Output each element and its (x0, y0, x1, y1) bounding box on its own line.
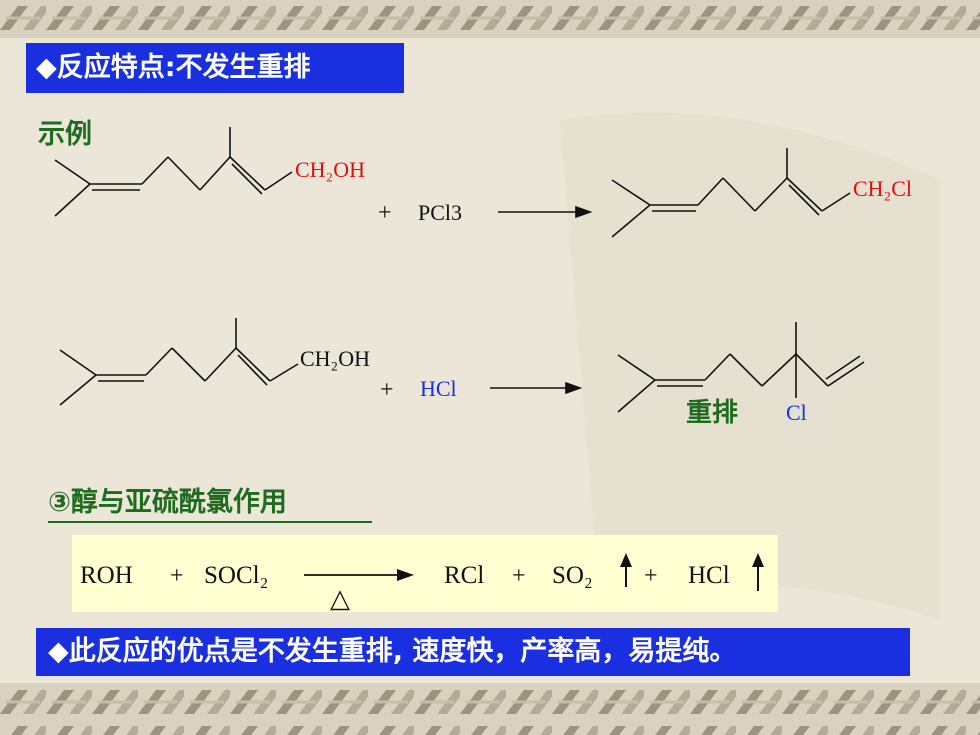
example-label: 示例 (38, 119, 92, 150)
gas-up-arrow-2-icon (752, 553, 764, 567)
reaction1-reagent: PCl3 (418, 200, 462, 225)
top-border-band (0, 0, 980, 38)
section3-title: ③醇与亚硫酰氯作用 (48, 480, 372, 523)
reaction2-reactant-skeleton (59, 318, 299, 406)
footer-banner: ◆此反应的优点是不发生重排, 速度快，产率高，易提纯。 (36, 628, 910, 676)
bottom-border-band (0, 683, 980, 735)
footer-text: ◆此反应的优点是不发生重排, 速度快，产率高，易提纯。 (48, 636, 737, 667)
header-banner: ◆反应特点:不发生重排 (26, 43, 404, 93)
reaction1-reactant-group: CH₂OH (295, 157, 365, 182)
eq-product2: SO₂ (552, 562, 593, 589)
reaction2-product-group: Cl (786, 400, 807, 425)
eq-reagent: SOCl₂ (204, 562, 268, 589)
reaction2-reactant-group: CH₂OH (300, 346, 370, 371)
reaction1-plus: + (378, 200, 392, 226)
eq-plus1: + (170, 563, 184, 589)
reaction1-reactant-skeleton (54, 127, 293, 217)
eq-product1: RCl (444, 562, 484, 589)
equation-box: ROH + SOCl₂ △ RCl + SO₂ + HCl (72, 535, 778, 613)
eq-condition: △ (330, 584, 350, 612)
eq-reactant: ROH (80, 562, 133, 589)
reaction1-product-group: CH₂Cl (853, 176, 912, 201)
rearrangement-label: 重排 (686, 398, 739, 428)
reaction2-product-skeleton (617, 322, 865, 413)
background-wash (560, 112, 940, 620)
reaction2-reagent: HCl (420, 376, 457, 401)
header-text: ◆反应特点:不发生重排 (36, 52, 311, 83)
eq-plus2: + (512, 563, 526, 589)
equation-svg: ROH + SOCl₂ △ RCl + SO₂ + HCl (80, 553, 764, 613)
eq-product3: HCl (688, 562, 730, 589)
reaction1-product-skeleton (611, 148, 851, 238)
eq-plus3: + (644, 563, 658, 589)
reaction2-plus: + (380, 377, 394, 403)
gas-up-arrow-1-icon (620, 553, 632, 567)
